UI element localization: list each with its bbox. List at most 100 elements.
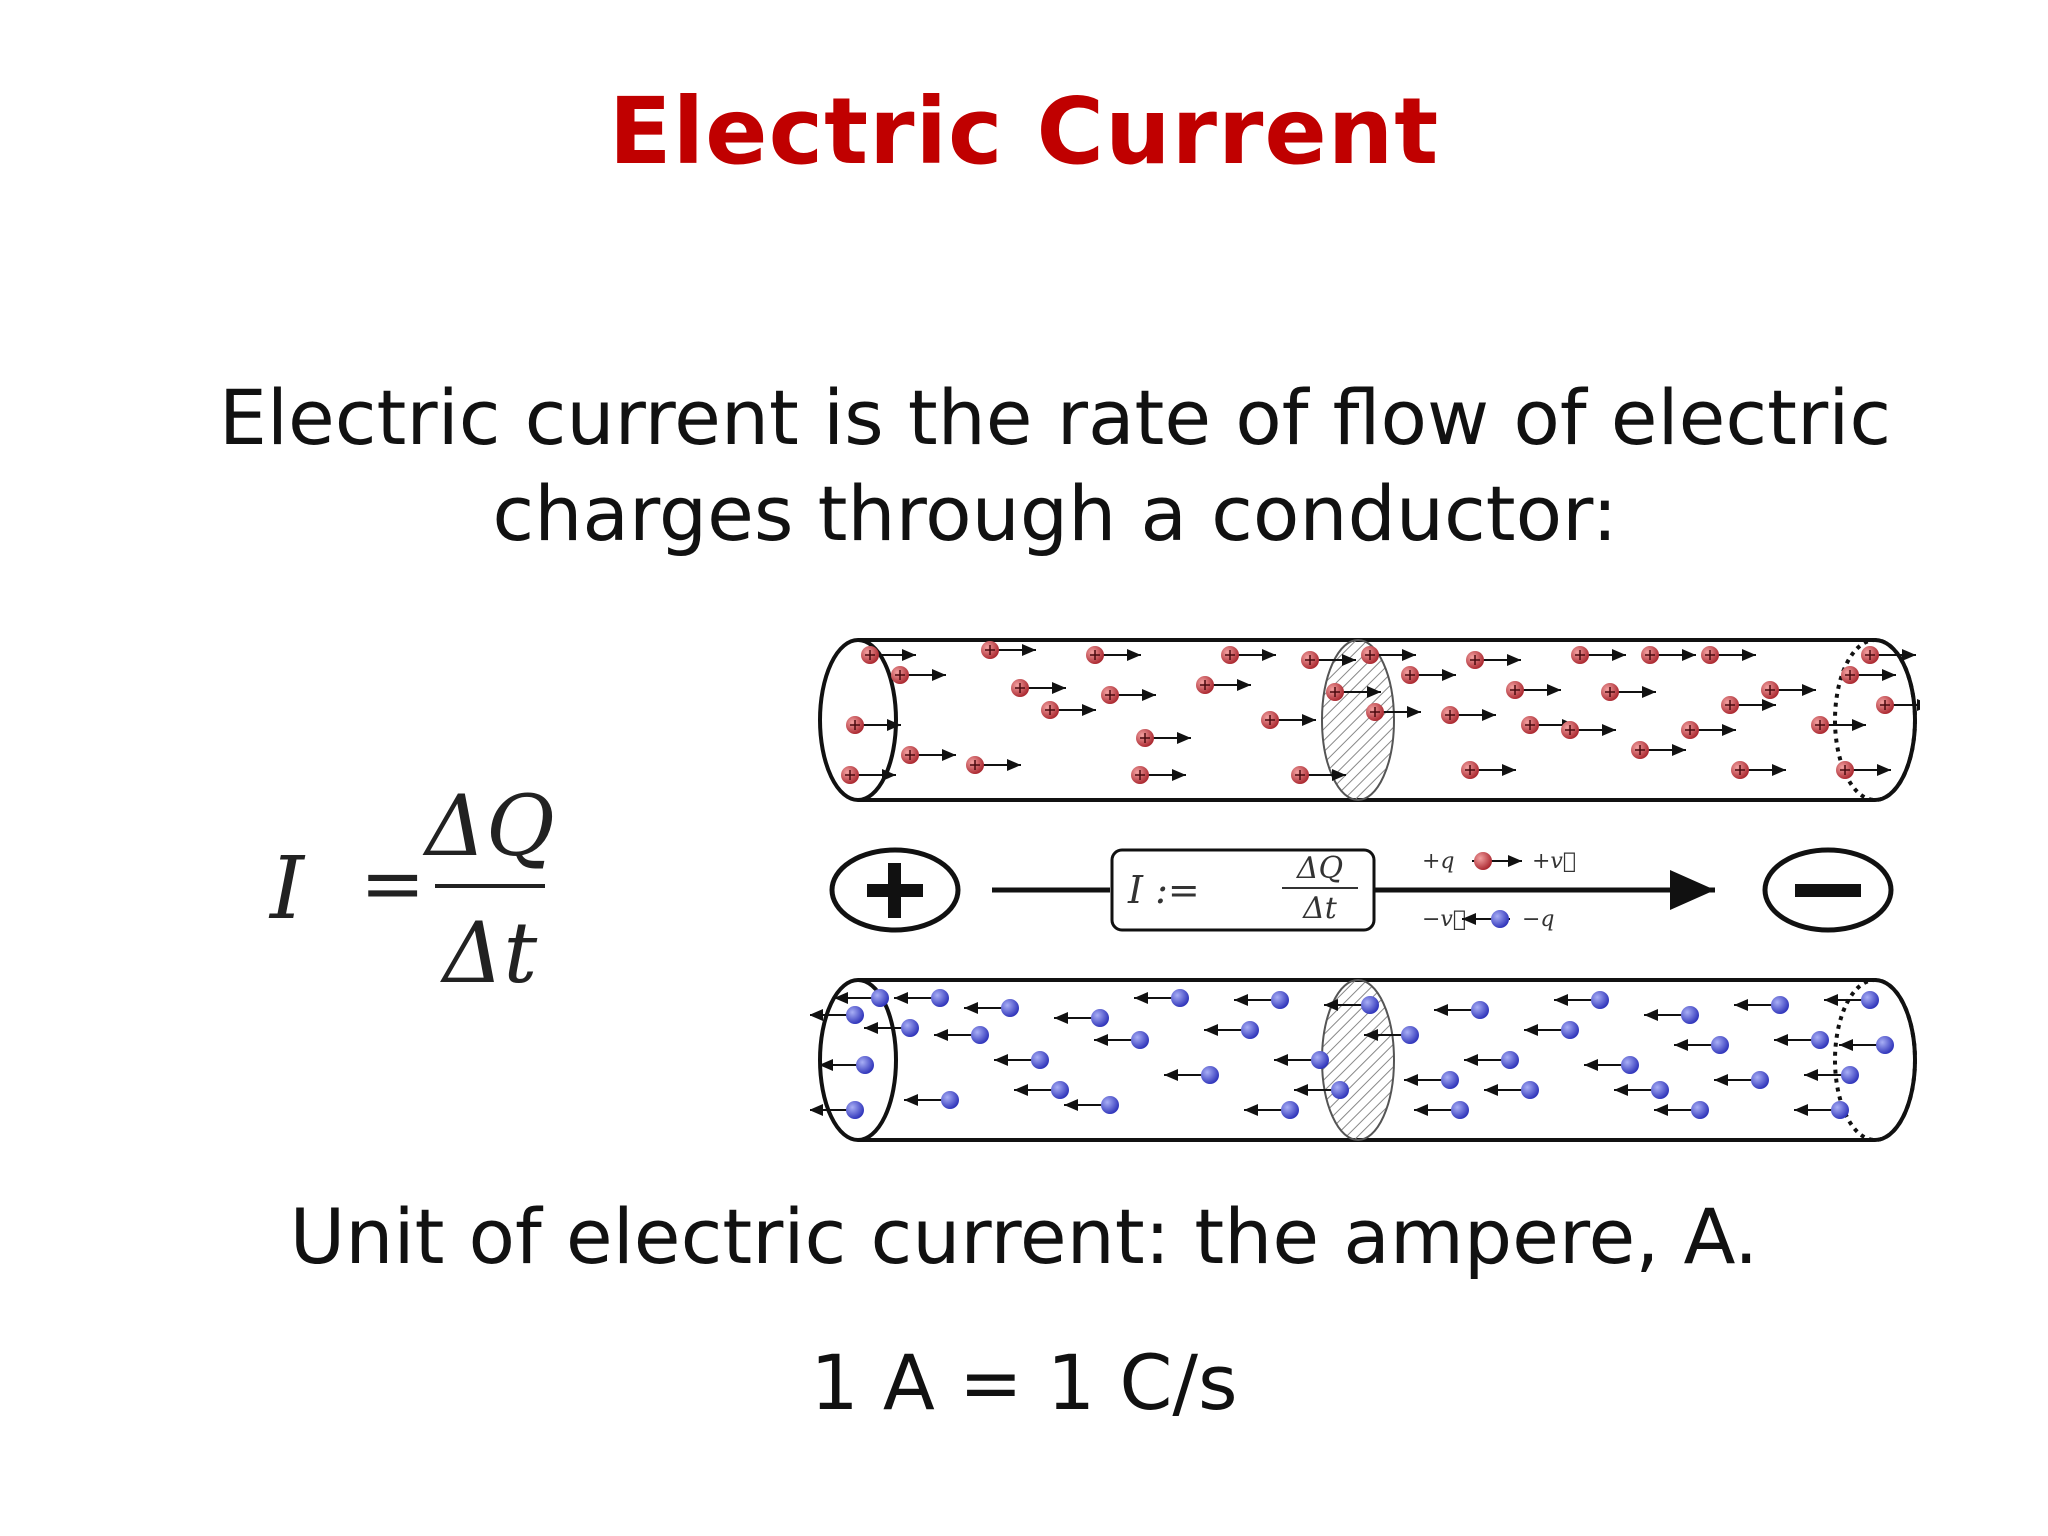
current-formula: I = ΔQ Δt [260,760,640,1020]
plus-sign-icon [1685,725,1695,735]
negative-charge [931,989,949,1007]
plus-sign-icon [1365,650,1375,660]
negative-charge [1501,1051,1519,1069]
plus-sign-icon [1405,670,1415,680]
plus-sign-icon [1510,685,1520,695]
negative-charge [1311,1051,1329,1069]
negative-charge [1681,1006,1699,1024]
plus-sign-icon [1765,685,1775,695]
negative-charge [1471,1001,1489,1019]
plus-sign-icon [970,760,980,770]
plus-sign-icon [1605,687,1615,697]
plus-sign-icon [1840,765,1850,775]
plus-sign-icon [1470,655,1480,665]
positive-velocity-label: +v⃗ [1532,849,1576,874]
negative-charge [1361,996,1379,1014]
negative-charge [856,1056,874,1074]
negative-charge [1651,1081,1669,1099]
negative-charge [1091,1009,1109,1027]
plus-sign-icon [1370,707,1380,717]
unit-description: Unit of electric current: the ampere, A. [289,1192,1759,1281]
plus-sign-icon [1140,733,1150,743]
plus-sign-icon [1225,650,1235,660]
plus-sign-icon [1295,770,1305,780]
negative-charge [1811,1031,1829,1049]
plus-sign-icon [1200,680,1210,690]
negative-charge [1691,1101,1709,1119]
negative-velocity-label: −v⃗ [1422,907,1466,932]
negative-charge [1131,1031,1149,1049]
positive-charge-label: +q [1422,849,1455,874]
cross-section-top [1321,639,1395,801]
plus-sign-icon [1725,700,1735,710]
plus-sign-icon [985,645,995,655]
plus-sign-icon [1815,720,1825,730]
negative-charge [1841,1066,1859,1084]
plus-sign-icon [1465,765,1475,775]
plus-sign-icon [1575,650,1585,660]
negative-charge [1331,1081,1349,1099]
plus-sign-icon [1880,700,1890,710]
plus-sign-icon [905,750,915,760]
negative-charge [871,989,889,1007]
plus-sign-icon [895,670,905,680]
negative-charge [1241,1021,1259,1039]
negative-charge [1001,999,1019,1017]
box-lhs: I := [1127,868,1200,912]
negative-charge [1751,1071,1769,1089]
plus-sign-icon [1845,670,1855,680]
negative-charge [1591,991,1609,1009]
plus-sign-icon [1525,720,1535,730]
legend-positive-charge [1474,852,1492,870]
plus-sign-icon [845,770,855,780]
box-denominator: Δt [1302,891,1338,926]
negative-charge [1441,1071,1459,1089]
plus-sign-icon [1330,687,1340,697]
plus-sign-icon [1090,650,1100,660]
positive-conductor-cylinder [818,638,1931,802]
plus-circle-icon [829,847,961,933]
plus-sign-icon [850,720,860,730]
plus-sign-icon [1265,715,1275,725]
negative-charge [1621,1056,1639,1074]
plus-sign-icon [1445,710,1455,720]
plus-sign-icon [1305,655,1315,665]
definition-line-2: charges through a conductor: [492,469,1618,558]
negative-charge [901,1019,919,1037]
legend-negative-charge [1491,910,1509,928]
plus-sign-icon [1135,770,1145,780]
negative-charge [1876,1036,1894,1054]
plus-sign-icon [1565,725,1575,735]
plus-sign-icon [1865,650,1875,660]
negative-charge [941,1091,959,1109]
negative-conductor-cylinder [809,978,1917,1142]
definition-text: Electric current is the rate of flow of … [140,370,1970,562]
plus-sign-icon [1045,705,1055,715]
negative-charge [1101,1096,1119,1114]
slide-title: Electric Current [608,78,1440,185]
conductor-diagram: I := ΔQ Δt +q +v⃗ −v⃗ −q [809,620,1931,1160]
formula-equals: = [360,839,425,929]
formula-numerator: ΔQ [422,777,555,875]
plus-sign-icon [1015,683,1025,693]
negative-charge [1771,996,1789,1014]
negative-charge [1171,989,1189,1007]
negative-charge [1451,1101,1469,1119]
negative-charge [1271,991,1289,1009]
negative-charge [1201,1066,1219,1084]
negative-charge [1561,1021,1579,1039]
plus-sign-icon [1645,650,1655,660]
negative-charge [1401,1026,1419,1044]
negative-charge [1861,991,1879,1009]
plus-sign-icon [1105,690,1115,700]
negative-charge [1831,1101,1849,1119]
plus-sign-icon [1635,745,1645,755]
box-numerator: ΔQ [1296,851,1343,886]
negative-charge-label: −q [1522,907,1555,932]
unit-equation: 1 A = 1 C/s [810,1338,1238,1427]
minus-circle-icon [1762,847,1894,933]
negative-charge [1031,1051,1049,1069]
plus-sign-icon [865,650,875,660]
negative-charge [1711,1036,1729,1054]
plus-sign-icon [1705,650,1715,660]
